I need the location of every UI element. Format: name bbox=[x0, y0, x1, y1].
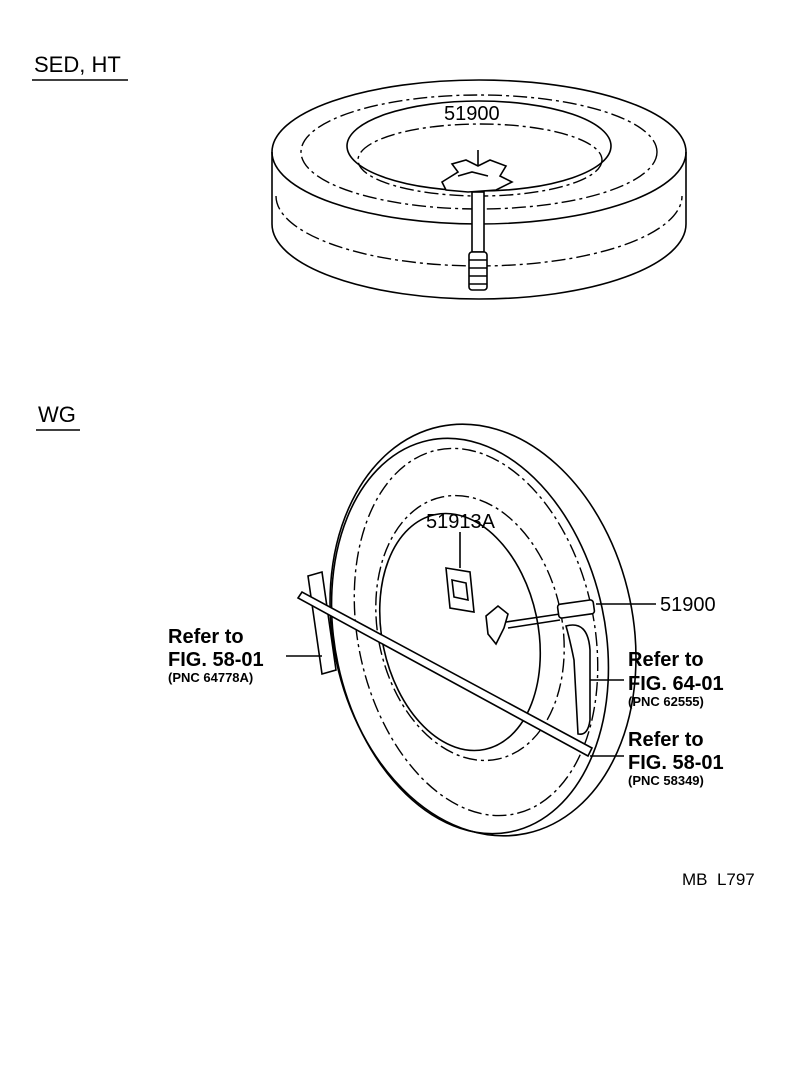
ref2-line2: FIG. 64-01 bbox=[628, 673, 724, 695]
wing-nut-icon-wg bbox=[485, 604, 509, 646]
diagonal-strip-icon bbox=[296, 590, 594, 758]
tire-tread-line bbox=[300, 94, 658, 210]
section-wg: WG 51913A 51900 bbox=[36, 402, 724, 837]
section-title-sed-ht: SED, HT bbox=[34, 52, 121, 77]
part-label-51900-sed: 51900 bbox=[444, 103, 500, 125]
ref1-line2: FIG. 58-01 bbox=[168, 649, 264, 671]
vertical-strip-icon bbox=[307, 570, 337, 676]
section-title-wg: WG bbox=[38, 402, 76, 427]
part-label-51913a: 51913A bbox=[426, 511, 496, 533]
ref3-line1: Refer to bbox=[628, 729, 704, 751]
tire-outer-bottom bbox=[271, 223, 687, 300]
ref1-line1: Refer to bbox=[168, 626, 244, 648]
bolt-thread-icon bbox=[468, 251, 488, 291]
bolt-shaft-wg-top bbox=[505, 613, 561, 623]
wing-nut-detail bbox=[457, 171, 489, 177]
ref2-line1: Refer to bbox=[628, 649, 704, 671]
part-label-51900-wg: 51900 bbox=[660, 594, 716, 616]
ref1-line3: (PNC 64778A) bbox=[168, 670, 253, 685]
reference-callout-1: Refer to FIG. 58-01 (PNC 64778A) bbox=[168, 626, 264, 685]
ref3-line2: FIG. 58-01 bbox=[628, 752, 724, 774]
bolt-thread-icon-wg bbox=[556, 599, 596, 619]
spare-wheel-clamp bbox=[440, 150, 514, 291]
tire-outer-front bbox=[330, 437, 610, 835]
drawing-code: MB L797 bbox=[682, 870, 755, 889]
spare-tire-vertical bbox=[329, 423, 637, 837]
ref2-line3: (PNC 62555) bbox=[628, 694, 704, 709]
tire-outer-back bbox=[329, 423, 637, 837]
bolt-shaft-wg-bottom bbox=[507, 619, 561, 629]
wheel-rim-wg bbox=[378, 512, 542, 752]
tool-bar-icon bbox=[565, 624, 591, 736]
reference-callout-2: Refer to FIG. 64-01 (PNC 62555) bbox=[628, 649, 724, 709]
bracket-icon bbox=[445, 567, 475, 613]
wing-nut-icon bbox=[440, 159, 514, 193]
section-sed-ht: SED, HT 51900 bbox=[32, 52, 687, 300]
ref3-line3: (PNC 58349) bbox=[628, 773, 704, 788]
bolt-shaft bbox=[471, 191, 485, 253]
hold-down-bolt-wg bbox=[485, 599, 656, 646]
reference-callout-3: Refer to FIG. 58-01 (PNC 58349) bbox=[628, 729, 724, 788]
bracket-51913a bbox=[445, 532, 475, 613]
